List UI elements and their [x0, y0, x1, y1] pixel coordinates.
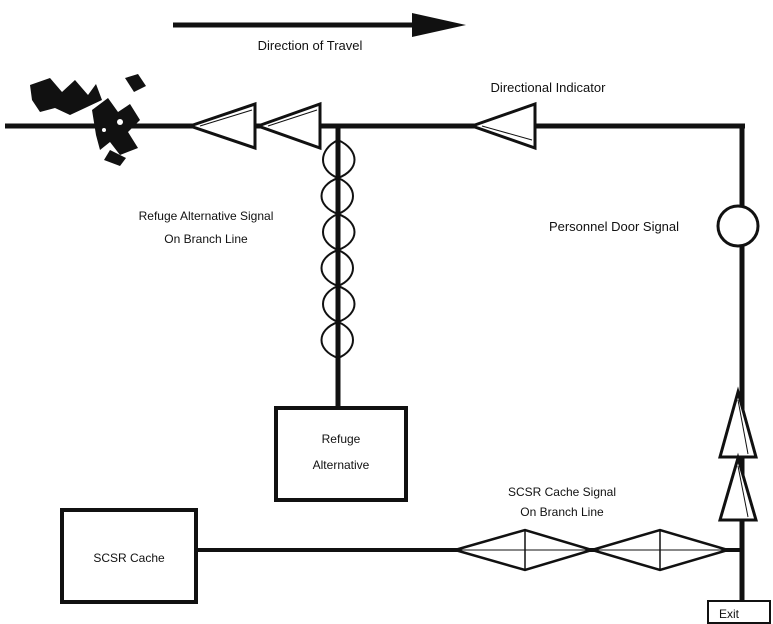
scsr-cache-signal-label-line2: On Branch Line	[520, 505, 604, 519]
scsr-cache-signal-icon	[450, 528, 733, 572]
directional-cone-1	[185, 101, 257, 151]
directional-cone-2	[253, 101, 322, 151]
exit-box	[707, 600, 771, 624]
refuge-coil-signal-icon	[320, 139, 356, 359]
scsr-cache-signal-label-line1: SCSR Cache Signal	[508, 485, 616, 499]
directional-indicator-cone	[467, 101, 537, 151]
directional-indicator-label: Directional Indicator	[491, 80, 607, 95]
lifeline-frayed-end-icon	[30, 74, 146, 166]
direction-of-travel-label: Direction of Travel	[258, 38, 363, 53]
direction-arrow	[173, 13, 466, 37]
refuge-alternative-label-line2: Alternative	[313, 458, 370, 472]
scsr-cache-box	[60, 508, 198, 604]
refuge-alt-signal-label-line2: On Branch Line	[164, 232, 248, 246]
scsr-cache-label: SCSR Cache	[93, 551, 165, 565]
exit-directional-cone-2	[718, 452, 758, 522]
refuge-alternative-box	[274, 406, 408, 502]
refuge-alt-signal-label-line1: Refuge Alternative Signal	[139, 209, 274, 223]
exit-directional-cone-1	[718, 386, 758, 459]
personnel-door-signal-label: Personnel Door Signal	[549, 219, 679, 234]
exit-label: Exit	[719, 607, 740, 621]
refuge-alternative-label-line1: Refuge	[322, 432, 361, 446]
personnel-door-signal-icon	[716, 204, 760, 248]
